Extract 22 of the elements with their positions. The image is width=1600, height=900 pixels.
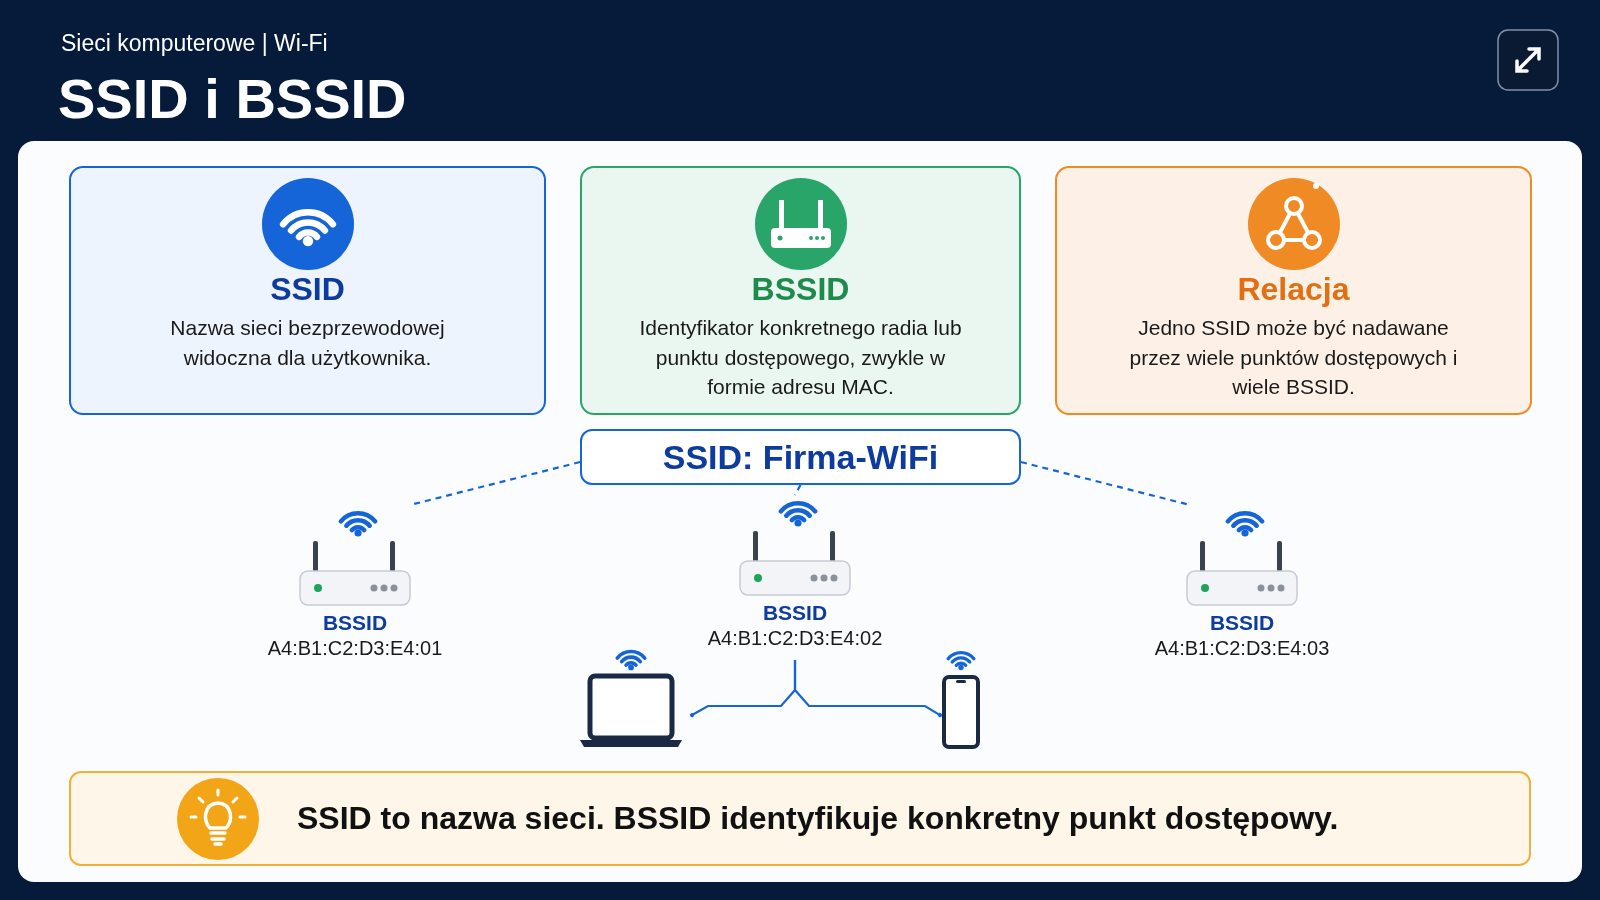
card-description: Jedno SSID może być nadawane przez wiele punktów dostępowych i wiele BSSID.: [1128, 315, 1459, 400]
info-card: [580, 166, 1021, 415]
title: SSID i BSSID: [58, 66, 407, 131]
bssid-label: BSSID: [1209, 610, 1275, 636]
mac-address: A4:B1:C2:D3:E4:02: [707, 626, 883, 652]
card-description: Nazwa sieci bezprzewodowej widoczna dla użytkownika.: [169, 315, 446, 371]
card-heading: SSID: [270, 272, 345, 308]
network-name-box: SSID: Firma-WiFi: [580, 429, 1021, 485]
bssid-label: BSSID: [762, 600, 828, 626]
dashed-connector: [794, 484, 802, 496]
summary-text: SSID to nazwa sieci. BSSID identyfikuje konkretny punkt dostępowy.: [297, 800, 1339, 837]
info-card: [1055, 166, 1532, 415]
summary-banner: [69, 771, 1531, 866]
mac-address: A4:B1:C2:D3:E4:01: [267, 636, 443, 662]
connector-line: [793, 660, 943, 718]
mac-address: A4:B1:C2:D3:E4:03: [1154, 636, 1330, 662]
info-card: [69, 166, 546, 415]
subtitle: Sieci komputerowe | Wi-Fi: [61, 30, 328, 57]
card-heading: BSSID: [751, 272, 850, 308]
bssid-label: BSSID: [322, 610, 388, 636]
card-description: Identyfikator konkretnego radia lub punktu dostępowego, zwykle w formie adresu MAC.: [638, 315, 963, 400]
card-heading: Relacja: [1237, 272, 1350, 308]
